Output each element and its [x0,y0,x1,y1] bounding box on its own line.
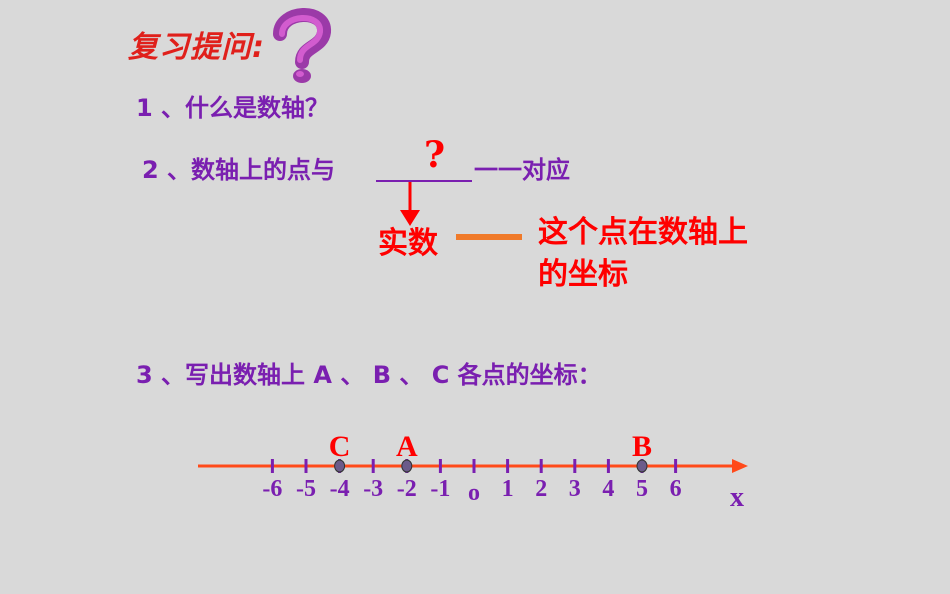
answer-coordinate-note: 这个点在数轴上的坐标 [538,215,748,292]
tick-label: 2 [535,476,547,502]
point-label: B [632,430,652,463]
question-3: 3 、写出数轴上 A 、 B 、 C 各点的坐标： [136,361,602,389]
tick-label: 3 [569,476,581,502]
tick-label: o [468,480,480,506]
tick-label: -1 [430,476,450,502]
slide-title: 复习提问: [128,30,265,65]
answer-blank-line [376,180,472,182]
tick-label: -3 [363,476,383,502]
axis-arrowhead [732,459,748,473]
connector-dash [456,234,522,240]
point-marker [636,459,648,473]
tick-label: -4 [330,476,350,502]
tick-label: -2 [397,476,417,502]
question-2-head: 2 、数轴上的点与 [142,156,336,184]
question-mark-icon [273,8,331,83]
point-label: C [329,430,351,463]
question-1: 1 、什么是数轴？ [136,94,330,122]
tick-label: 5 [636,476,648,502]
tick-label: 4 [602,476,614,502]
tick-label: 6 [670,476,682,502]
question-2-tail: 一一对应 [474,156,570,184]
arrow-down-icon [400,182,420,226]
point-marker [401,459,413,473]
point-label: A [396,430,418,463]
tick-label: 1 [502,476,514,502]
axis-label-x: x [730,482,744,513]
blank-question-mark: ? [424,134,446,176]
tick-label: -6 [262,476,282,502]
tick-label: -5 [296,476,316,502]
point-marker [334,459,346,473]
answer-real-number: 实数 [378,226,438,261]
